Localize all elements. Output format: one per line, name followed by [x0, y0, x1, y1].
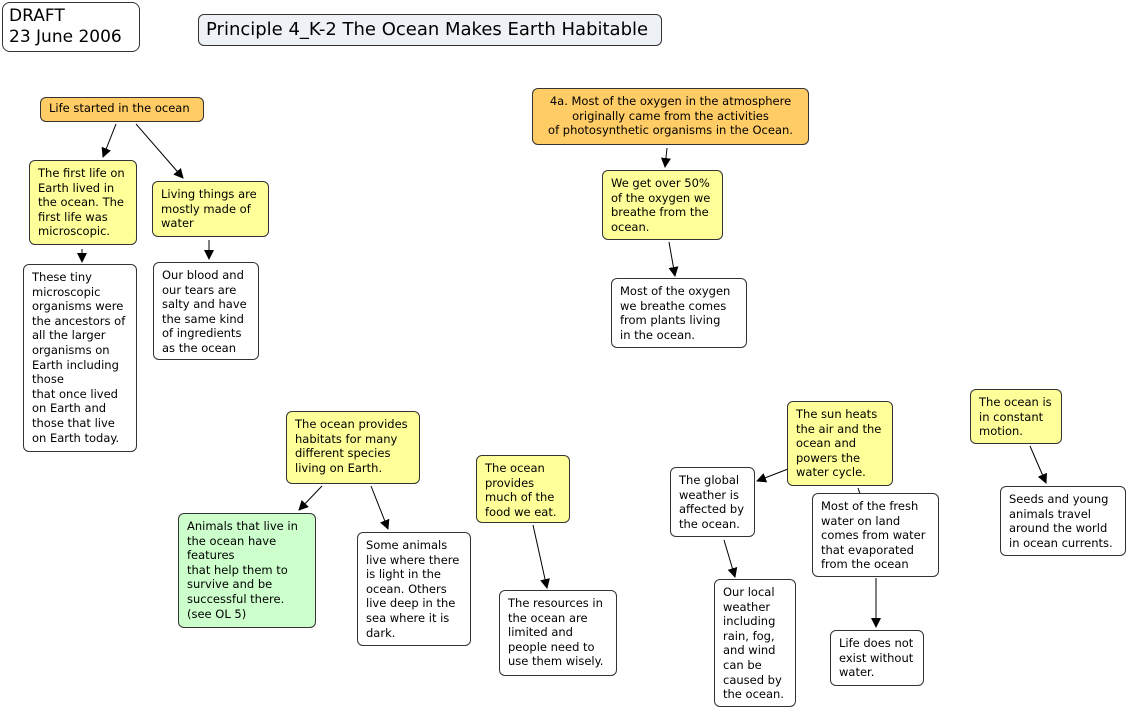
node-fresh-water[interactable]: Most of the fresh water on land comes fr… [812, 493, 939, 577]
node-oxygen-4a[interactable]: 4a. Most of the oxygen in the atmosphere… [532, 88, 809, 145]
node-living-water[interactable]: Living things are mostly made of water [152, 181, 269, 237]
node-features[interactable]: Animals that live in the ocean have feat… [178, 513, 316, 628]
node-blood-tears[interactable]: Our blood and our tears are salty and ha… [153, 262, 259, 360]
arrow-over50-to-plants [668, 241, 679, 277]
node-life-started[interactable]: Life started in the ocean [40, 97, 204, 122]
node-light[interactable]: Some animals live where there is light i… [357, 532, 471, 646]
node-food[interactable]: The ocean provides much of the food we e… [476, 455, 570, 523]
node-no-life[interactable]: Life does not exist without water. [830, 630, 924, 686]
arrow-4a-to-over50 [660, 147, 671, 168]
node-global-weather[interactable]: The global weather is affected by the oc… [670, 467, 755, 537]
node-plants-ocean[interactable]: Most of the oxygen we breathe comes from… [611, 278, 747, 348]
node-over-50[interactable]: We get over 50% of the oxygen we breathe… [602, 170, 723, 240]
arrow-sun-to-global [756, 468, 789, 483]
node-constant-motion[interactable]: The ocean is in constant motion. [970, 389, 1062, 444]
arrow-motion-to-seeds [1029, 445, 1048, 484]
draft-label: DRAFT 23 June 2006 [2, 2, 140, 52]
arrow-habitats-to-features [298, 485, 323, 511]
node-first-life[interactable]: The first life on Earth lived in the oce… [29, 160, 137, 245]
node-tiny-organisms[interactable]: These tiny microscopic organisms were th… [23, 264, 137, 452]
node-habitats[interactable]: The ocean provides habitats for many dif… [286, 411, 420, 484]
node-resources[interactable]: The resources in the ocean are limited a… [499, 590, 617, 676]
arrow-life-to-water [135, 123, 184, 179]
node-sun-heats[interactable]: The sun heats the air and the ocean and … [787, 401, 893, 486]
arrow-food-to-resources [532, 524, 550, 589]
page-title: Principle 4_K-2 The Ocean Makes Earth Ha… [198, 14, 662, 46]
arrow-global-to-local [723, 539, 738, 578]
arrow-habitats-to-light [370, 485, 390, 530]
node-seeds[interactable]: Seeds and young animals travel around th… [1000, 486, 1126, 556]
node-local-weather[interactable]: Our local weather including rain, fog, a… [714, 579, 796, 707]
arrow-life-to-firstlife [101, 123, 117, 158]
